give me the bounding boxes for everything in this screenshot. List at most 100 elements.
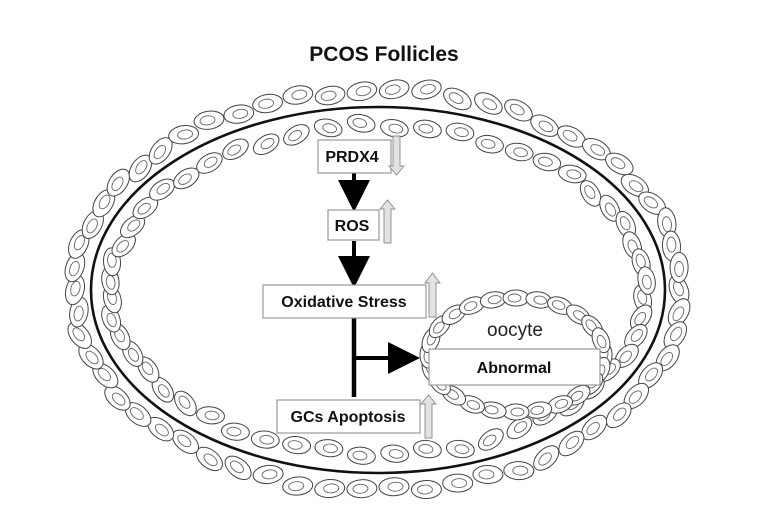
granulosa-cell [168,125,199,145]
granulosa-cell [223,104,255,124]
granulosa-cell-layer [64,79,691,500]
granulosa-cell [250,430,280,449]
granulosa-cell [615,210,637,239]
granulosa-cell [81,210,104,240]
node-prdx4: PRDX4 [317,135,405,176]
up-arrow-icon [379,199,396,244]
node-abnormal: Abnormal [428,348,601,386]
granulosa-cell [252,464,284,485]
ros-label: ROS [335,218,370,235]
granulosa-cell [667,298,691,327]
granulosa-cell [378,477,410,497]
abnormal-box [428,348,601,386]
granulosa-cell [346,446,376,465]
granulosa-cell [137,356,160,383]
granulosa-cell [446,439,475,459]
oocyte-label: oocyte [487,320,543,341]
granulosa-cell [533,445,560,471]
cumulus-cell [502,289,530,307]
cumulus-cell [547,395,573,414]
oxidative-stress-label: Oxidative Stress [281,294,407,311]
granulosa-cell [252,133,280,156]
granulosa-cell [173,167,200,190]
granulosa-cell [132,196,159,220]
gcs-apoptosis-label: GCs Apoptosis [291,409,406,426]
granulosa-cell [582,137,611,161]
granulosa-cell [581,414,608,441]
node-gcs-apoptosis: GCs Apoptosis [276,394,437,439]
cumulus-cell [525,401,553,419]
granulosa-cell [380,444,410,463]
granulosa-cell [313,118,343,138]
granulosa-cell [64,252,86,283]
granulosa-cell [442,473,474,493]
granulosa-cell [314,439,344,458]
cumulus-cell [502,403,530,421]
granulosa-cell [128,154,153,183]
granulosa-cell [282,476,314,496]
follicle-outline [89,105,667,475]
granulosa-cell [605,152,634,176]
granulosa-cell [283,124,310,146]
granulosa-cell [346,113,376,133]
prdx4-label: PRDX4 [325,149,378,166]
granulosa-cell [222,138,249,161]
granulosa-cell [174,390,197,417]
granulosa-cell [151,376,175,403]
node-ros: ROS [327,199,396,244]
diagram-title: PCOS Follicles [309,43,458,66]
granulosa-cell [314,478,346,499]
granulosa-cell [506,416,533,440]
granulosa-cell [64,274,86,306]
granulosa-cell [171,429,200,454]
granulosa-cell [504,142,534,162]
abnormal-label: Abnormal [477,360,552,377]
granulosa-cell [558,430,585,457]
granulosa-cell [478,428,504,451]
granulosa-cell [282,436,312,455]
granulosa-cell [92,189,116,218]
gcs-apoptosis-box [276,399,421,434]
granulosa-cell [620,173,649,197]
granulosa-cell [346,81,378,102]
granulosa-cell [663,321,688,350]
granulosa-cell [557,125,586,148]
granulosa-cell [314,85,346,106]
granulosa-cell [530,114,559,137]
granulosa-cell [637,266,656,295]
ros-box [327,209,380,241]
granulosa-cell [413,119,442,139]
granulosa-cell [605,402,632,429]
granulosa-cell [67,322,92,349]
granulosa-cell [669,252,689,283]
prdx4-box [317,139,392,174]
granulosa-cell [346,479,378,499]
granulosa-cell [220,422,250,441]
granulosa-cell [92,362,119,389]
granulosa-cell [224,455,252,481]
granulosa-cell [412,439,442,459]
down-arrow-icon [388,135,405,176]
granulosa-cell [149,178,176,201]
granulosa-cell [474,92,503,115]
node-oxidative-stress: Oxidative Stress [262,272,441,319]
granulosa-cell [475,134,504,154]
granulosa-cell [106,168,130,197]
cumulus-cell [459,296,485,315]
granulosa-cell [380,118,409,138]
granulosa-cell [410,479,442,500]
up-arrow-icon [424,272,441,318]
granulosa-cell [282,85,314,105]
cumulus-cell [525,291,553,309]
up-arrow-icon [420,394,437,439]
granulosa-cell [443,87,472,111]
granulosa-cell [196,406,225,425]
granulosa-cell [196,152,223,174]
cumulus-cell [479,291,507,309]
granulosa-cell [104,385,131,411]
granulosa-cell [445,122,475,142]
granulosa-cell [579,180,602,207]
granulosa-cell [411,79,442,100]
